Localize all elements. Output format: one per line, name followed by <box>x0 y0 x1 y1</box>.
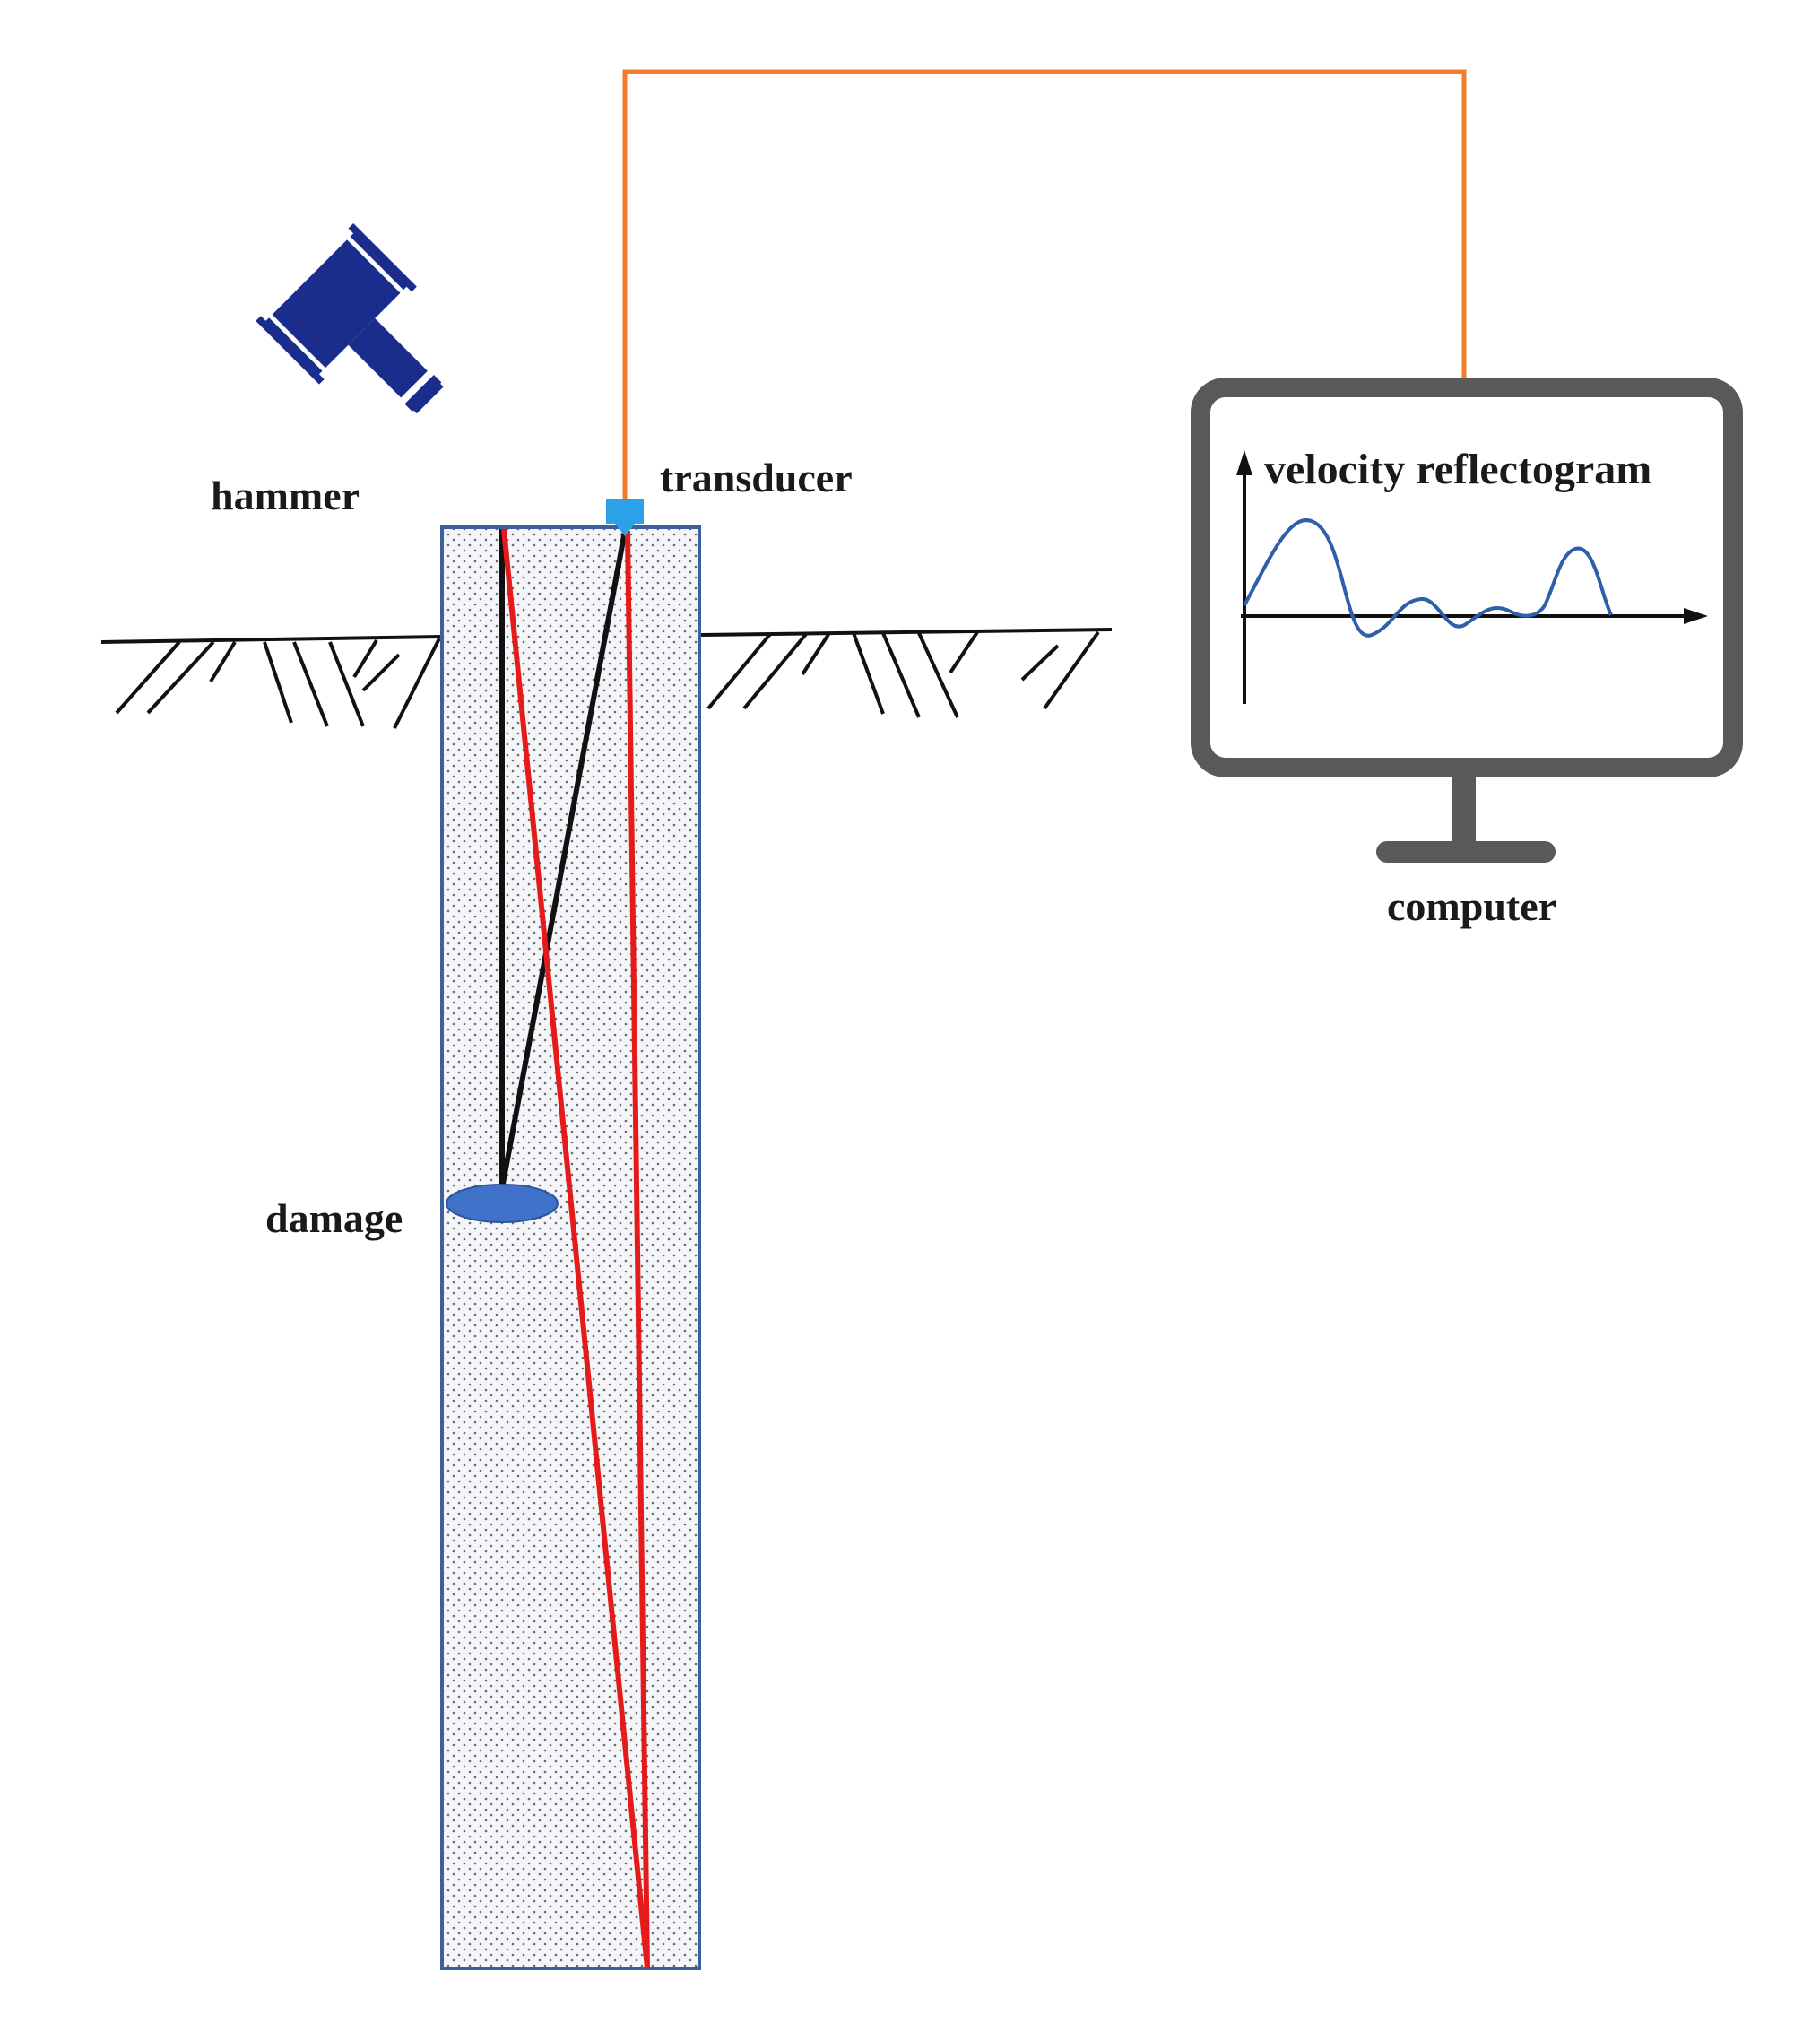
x-axis-arrow <box>1684 608 1708 624</box>
hammer-icon <box>256 222 444 414</box>
transducer-label: transducer <box>660 455 853 500</box>
reflectogram-axes <box>1241 466 1686 704</box>
y-axis-arrow <box>1236 450 1252 475</box>
ground-left <box>100 635 443 729</box>
computer-label: computer <box>1387 883 1557 929</box>
damage-label: damage <box>265 1195 403 1241</box>
ground-right <box>700 628 1113 718</box>
hammer-label: hammer <box>211 473 360 518</box>
pile <box>440 525 701 1970</box>
damage-void <box>446 1184 559 1223</box>
signal-cable <box>622 69 1467 511</box>
black-wave-path <box>499 529 628 1189</box>
reflectogram-title: velocity reflectogram <box>1264 446 1652 493</box>
red-wave-path <box>501 528 650 1969</box>
computer-monitor <box>1191 378 1743 863</box>
transducer-icon <box>606 499 644 536</box>
reflectogram-waveform <box>1243 518 1613 638</box>
